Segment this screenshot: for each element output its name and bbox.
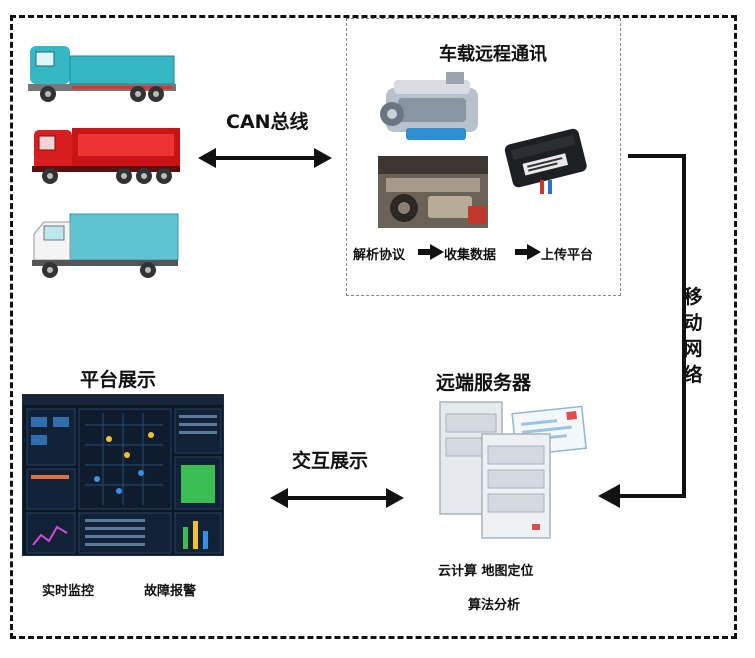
server-features-line2: 算法分析 [468,598,521,613]
process-step-parse: 解析协议 [353,248,406,263]
outer-frame [10,15,737,639]
server-icon [439,401,551,539]
chassis-photo [378,156,488,228]
dashboard-screenshot [22,394,224,556]
platform-feature-alarm: 故障报警 [144,584,197,599]
interaction-arrow [270,488,404,508]
telematics-title: 车载远程通讯 [439,44,547,65]
server-title: 远端服务器 [436,372,532,394]
engine-icon [380,72,478,140]
arrow-right-icon [515,244,541,260]
interaction-label: 交互展示 [292,450,369,472]
truck-icon [32,213,179,278]
mobile-network-label: 移动网络 [683,286,703,386]
truck-icon [32,128,180,184]
server-features-line1: 云计算 地图定位 [438,564,534,579]
platform-feature-monitoring: 实时监控 [42,584,95,599]
mobile-network-arrow [608,154,686,498]
process-step-upload: 上传平台 [541,248,594,263]
arrow-right-icon [418,244,444,260]
arrow-left-icon [598,484,620,508]
telematics-box-icon [504,128,587,194]
can-bus-label: CAN总线 [226,111,309,133]
process-step-collect: 收集数据 [444,248,497,263]
platform-title: 平台展示 [80,369,157,391]
truck-icon [28,46,176,102]
can-bus-arrow [198,148,332,168]
telematics-frame [346,18,621,296]
